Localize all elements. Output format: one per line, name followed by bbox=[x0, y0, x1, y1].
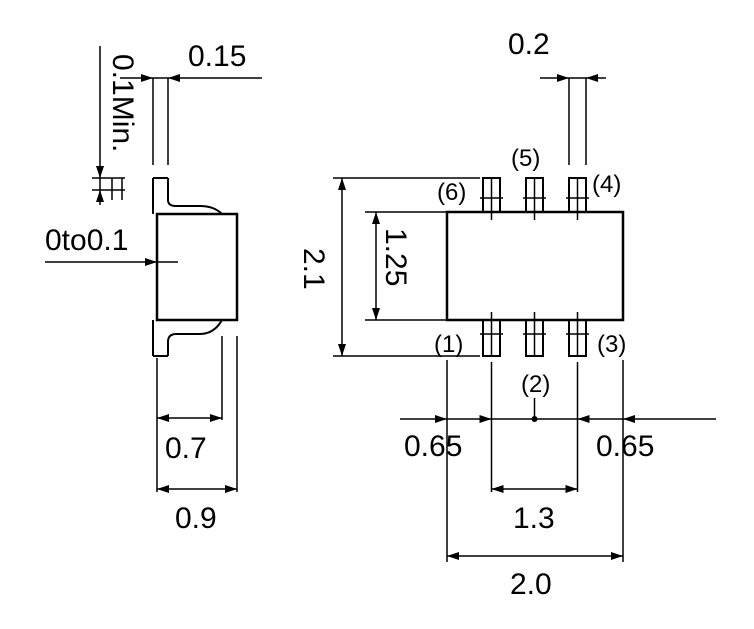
top-body-width-label: 2.0 bbox=[510, 568, 552, 601]
pin-4-label: (4) bbox=[592, 171, 621, 198]
overall-width-label: 0.9 bbox=[175, 502, 217, 535]
pin-1-label: (1) bbox=[434, 331, 463, 358]
lead-offset-label: 0to0.1 bbox=[45, 224, 128, 257]
standoff-label: 0.1Min. bbox=[106, 54, 139, 152]
pin-5-label: (5) bbox=[511, 145, 540, 172]
pin-3-label: (3) bbox=[597, 331, 626, 358]
pin-2-label: (2) bbox=[521, 371, 550, 398]
side-view-body bbox=[155, 212, 239, 322]
lead-thickness-label: 0.15 bbox=[188, 40, 246, 73]
lead-width-label: 0.2 bbox=[508, 28, 550, 61]
top-view: (6) (5) (4) (1) (2) (3) 0.2 2.1 1.25 bbox=[297, 28, 716, 601]
overall-length-label: 2.1 bbox=[297, 248, 330, 290]
side-view: 0.15 0.1Min. 0to0.1 0.7 0.9 bbox=[45, 40, 262, 535]
side-view-lower-lead bbox=[152, 319, 223, 357]
side-body-width-label: 0.7 bbox=[165, 432, 207, 465]
body-length-label: 1.25 bbox=[379, 228, 412, 286]
outer-pin-span-label: 1.3 bbox=[513, 502, 555, 535]
pitch-right-label: 0.65 bbox=[596, 430, 654, 463]
top-view-body bbox=[445, 210, 625, 322]
side-view-upper-lead bbox=[152, 177, 223, 215]
pin-6-label: (6) bbox=[437, 179, 466, 206]
pitch-left-label: 0.65 bbox=[404, 430, 462, 463]
